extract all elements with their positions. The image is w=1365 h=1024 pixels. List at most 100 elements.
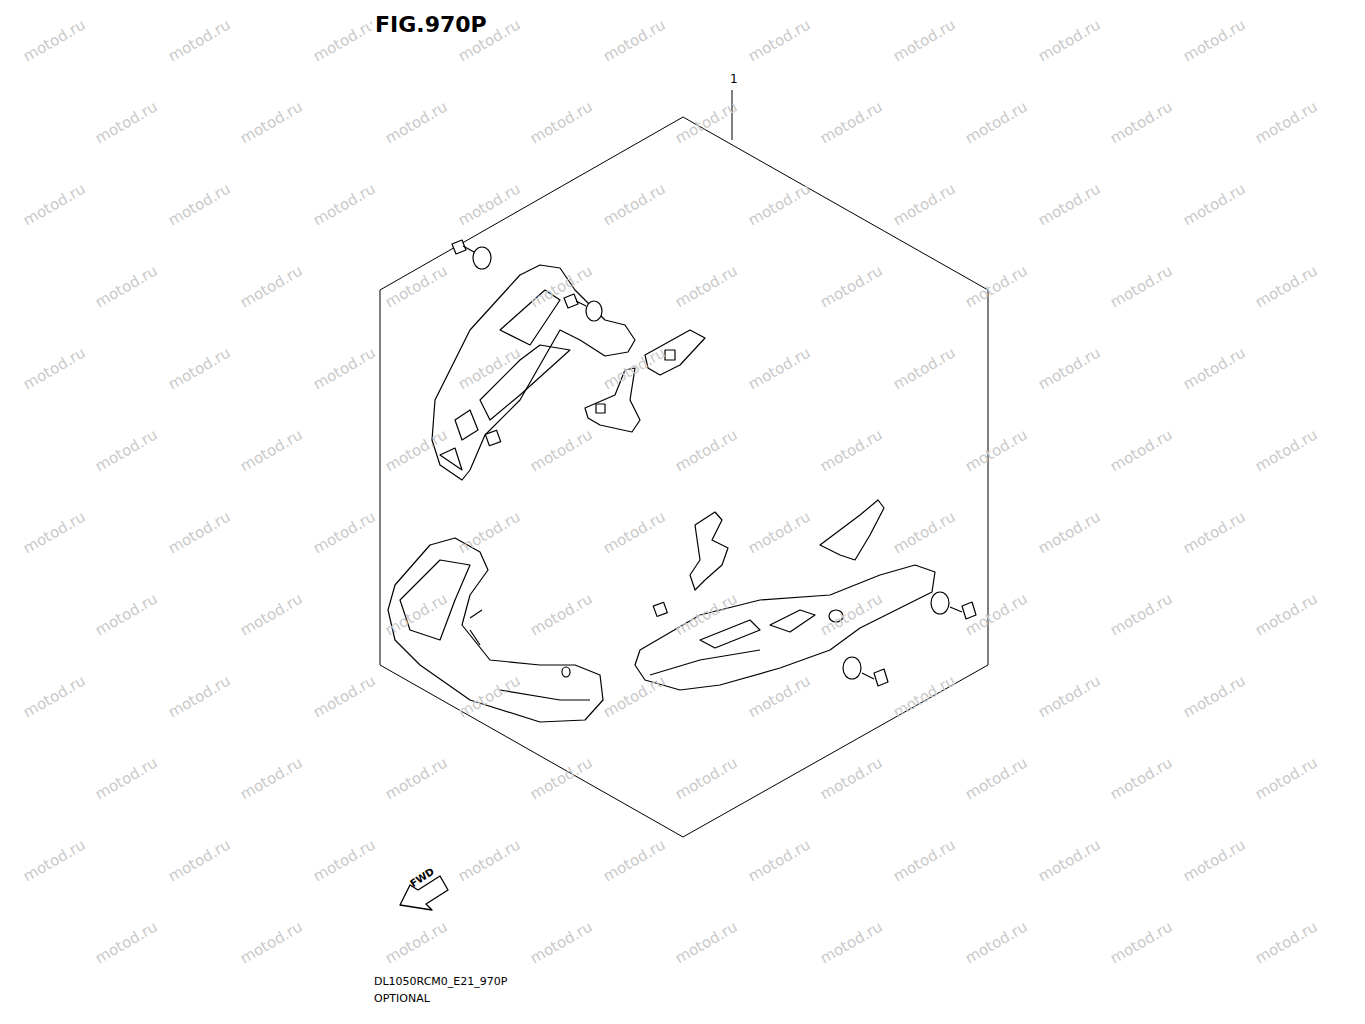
watermark: motod.ru [382, 918, 451, 968]
watermark: motod.ru [1107, 426, 1176, 476]
watermark: motod.ru [237, 426, 306, 476]
watermark: motod.ru [1035, 344, 1104, 394]
callout-number: 1 [728, 73, 740, 86]
watermark: motod.ru [237, 262, 306, 312]
watermark: motod.ru [890, 180, 959, 230]
watermark: motod.ru [527, 754, 596, 804]
watermark: motod.ru [92, 426, 161, 476]
watermark: motod.ru [600, 180, 669, 230]
watermark: motod.ru [890, 672, 959, 722]
watermark: motod.ru [1180, 672, 1249, 722]
watermark: motod.ru [165, 672, 234, 722]
watermark: motod.ru [962, 262, 1031, 312]
watermark: motod.ru [600, 672, 669, 722]
watermark: motod.ru [817, 754, 886, 804]
watermark: motod.ru [92, 262, 161, 312]
watermark: motod.ru [672, 262, 741, 312]
watermark: motod.ru [600, 16, 669, 66]
watermark: motod.ru [1107, 262, 1176, 312]
watermark: motod.ru [745, 672, 814, 722]
watermark: motod.ru [310, 836, 379, 886]
watermark: motod.ru [672, 754, 741, 804]
watermark: motod.ru [817, 98, 886, 148]
watermark: motod.ru [1252, 98, 1321, 148]
note-text: OPTIONAL [372, 993, 432, 1005]
watermark: motod.ru [745, 180, 814, 230]
watermark: motod.ru [527, 98, 596, 148]
watermark: motod.ru [890, 16, 959, 66]
watermark: motod.ru [20, 180, 89, 230]
watermark: motod.ru [745, 16, 814, 66]
watermark: motod.ru [1035, 836, 1104, 886]
watermark: motod.ru [1035, 180, 1104, 230]
watermark: motod.ru [527, 590, 596, 640]
watermark: motod.ru [962, 918, 1031, 968]
watermark: motod.ru [1180, 508, 1249, 558]
watermark: motod.ru [1180, 16, 1249, 66]
watermark: motod.ru [165, 508, 234, 558]
watermark: motod.ru [527, 918, 596, 968]
watermark: motod.ru [165, 344, 234, 394]
watermark: motod.ru [237, 98, 306, 148]
watermark: motod.ru [20, 16, 89, 66]
watermark: motod.ru [455, 508, 524, 558]
watermark: motod.ru [1107, 590, 1176, 640]
watermark: motod.ru [382, 754, 451, 804]
watermark: motod.ru [1035, 672, 1104, 722]
watermark: motod.ru [1252, 754, 1321, 804]
watermark: motod.ru [1180, 180, 1249, 230]
watermark: motod.ru [1252, 918, 1321, 968]
watermark: motod.ru [1107, 918, 1176, 968]
watermark: motod.ru [310, 344, 379, 394]
watermark: motod.ru [745, 508, 814, 558]
watermark: motod.ru [455, 836, 524, 886]
watermark: motod.ru [745, 836, 814, 886]
watermark: motod.ru [237, 754, 306, 804]
watermark: motod.ru [600, 836, 669, 886]
watermark: motod.ru [1252, 426, 1321, 476]
watermark: motod.ru [382, 98, 451, 148]
watermark: motod.ru [1035, 16, 1104, 66]
watermark: motod.ru [817, 918, 886, 968]
watermark: motod.ru [92, 754, 161, 804]
watermark: motod.ru [672, 426, 741, 476]
watermark: motod.ru [1180, 836, 1249, 886]
watermark: motod.ru [92, 590, 161, 640]
watermark: motod.ru [20, 344, 89, 394]
watermark: motod.ru [165, 180, 234, 230]
watermark: motod.ru [1035, 508, 1104, 558]
watermark: motod.ru [817, 426, 886, 476]
watermark: motod.ru [890, 836, 959, 886]
watermark: motod.ru [92, 98, 161, 148]
watermark: motod.ru [310, 672, 379, 722]
watermark: motod.ru [1107, 754, 1176, 804]
watermark: motod.ru [890, 344, 959, 394]
watermark: motod.ru [817, 262, 886, 312]
watermark: motod.ru [20, 672, 89, 722]
watermark: motod.ru [1252, 262, 1321, 312]
watermark: motod.ru [237, 590, 306, 640]
watermark: motod.ru [962, 98, 1031, 148]
watermark: motod.ru [890, 508, 959, 558]
watermark: motod.ru [165, 836, 234, 886]
watermark: motod.ru [745, 344, 814, 394]
watermark: motod.ru [310, 180, 379, 230]
watermark: motod.ru [600, 508, 669, 558]
watermark: motod.ru [1107, 98, 1176, 148]
watermark: motod.ru [527, 426, 596, 476]
watermark: motod.ru [455, 180, 524, 230]
watermark: motod.ru [672, 98, 741, 148]
watermark: motod.ru [20, 836, 89, 886]
figure-title: FIG.970P [372, 13, 490, 37]
watermark: motod.ru [165, 16, 234, 66]
watermark: motod.ru [672, 918, 741, 968]
watermark: motod.ru [962, 754, 1031, 804]
watermark: motod.ru [237, 918, 306, 968]
watermark: motod.ru [92, 918, 161, 968]
watermark: motod.ru [962, 426, 1031, 476]
diagram-code: DL1050RCM0_E21_970P [372, 976, 509, 988]
watermark: motod.ru [1252, 590, 1321, 640]
watermark: motod.ru [20, 508, 89, 558]
